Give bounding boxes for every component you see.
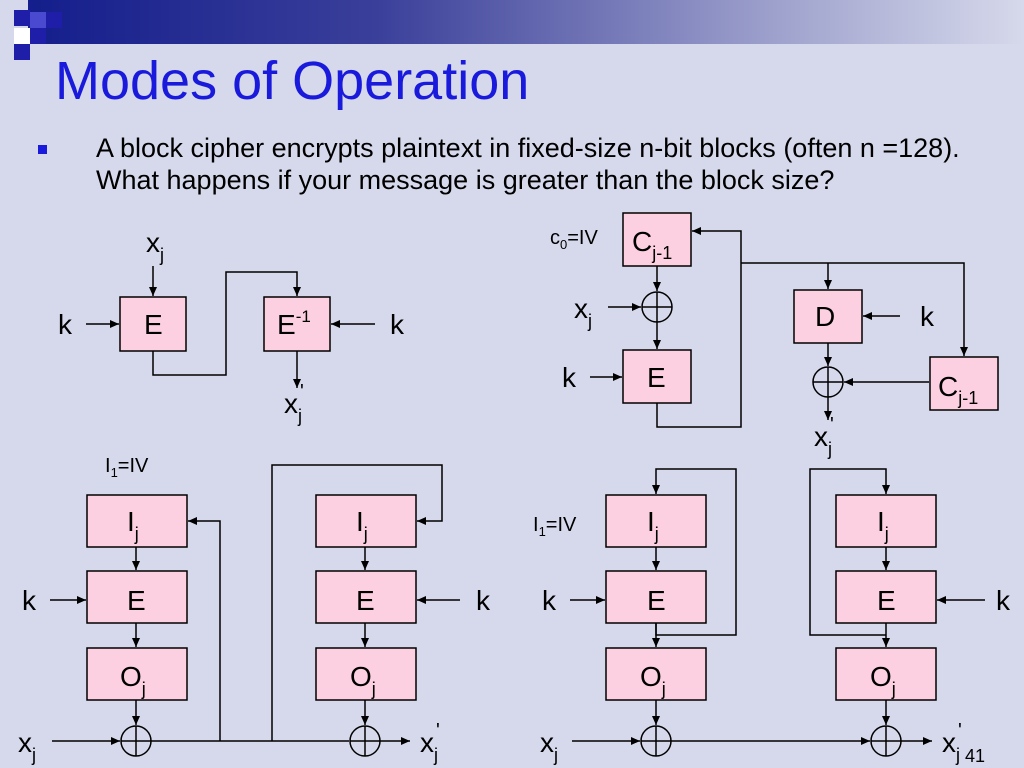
- logo-square: [14, 10, 30, 26]
- ofb-enc-right: [315, 570, 417, 624]
- cfb-reg-right-label: Ij: [877, 506, 889, 544]
- ofb-reg-right: [315, 494, 417, 548]
- cbc-prev-c-label: Cj-1: [632, 226, 672, 263]
- ecb-input-label: xj: [146, 227, 164, 265]
- cfb-enc-left-label: E: [647, 585, 666, 616]
- cfb-out-right: [835, 647, 937, 701]
- ofb-output-label: xj': [420, 720, 440, 765]
- cbc-key-label: k: [562, 362, 577, 393]
- cbc-prev-cipher-box-2: [929, 356, 999, 411]
- cfb-input-label: xj: [540, 727, 558, 765]
- cbc-decrypt-box: [793, 289, 863, 344]
- bullet-text: A block cipher encrypts plaintext in fix…: [96, 133, 960, 195]
- cfb-reg-left: [605, 494, 707, 548]
- ecb-decrypt-box: [263, 296, 331, 352]
- ofb-out-left-label: Oj: [120, 661, 146, 699]
- ecb-diagram: [86, 266, 375, 388]
- cbc-dec-label: D: [815, 301, 835, 332]
- ofb-reg-left-label: Ij: [127, 506, 139, 544]
- logo-square: [30, 12, 46, 28]
- cbc-output-label: xj': [814, 414, 834, 459]
- ofb-enc-left: [86, 570, 188, 624]
- cfb-iv-label: I1=IV: [533, 514, 577, 539]
- ecb-key-right: k: [390, 309, 405, 340]
- ofb-reg-right-label: Ij: [356, 506, 368, 544]
- ofb-enc-left-label: E: [127, 585, 146, 616]
- page-number: 41: [965, 746, 985, 766]
- cfb-key-left: k: [542, 585, 557, 616]
- cbc-iv-label: c0=IV: [550, 227, 598, 252]
- ofb-out-right-label: Oj: [350, 661, 376, 699]
- ecb-key-left: k: [58, 309, 73, 340]
- cfb-reg-left-label: Ij: [647, 506, 659, 544]
- cfb-enc-left: [605, 570, 707, 624]
- cfb-enc-right-label: E: [877, 585, 896, 616]
- ofb-reg-left: [86, 494, 188, 548]
- cfb-output-label: xj': [942, 720, 962, 765]
- ecb-encrypt-box: [119, 296, 187, 352]
- logo-square: [14, 28, 30, 44]
- cfb-key-right: k: [996, 585, 1011, 616]
- cfb-diagram: [570, 468, 985, 757]
- logo-square: [46, 12, 62, 28]
- ofb-enc-right-label: E: [356, 585, 375, 616]
- ofb-key-left: k: [22, 585, 37, 616]
- ofb-diagram: [50, 464, 460, 757]
- ofb-iv-label: I1=IV: [105, 455, 149, 480]
- title-bar-gradient: [28, 0, 1024, 44]
- cbc-encrypt-box: [622, 349, 692, 404]
- cfb-reg-right: [835, 494, 937, 548]
- logo-square: [14, 44, 30, 60]
- cfb-out-left-label: Oj: [640, 661, 666, 699]
- ofb-key-right: k: [476, 585, 491, 616]
- bullet-marker: [38, 145, 47, 154]
- ecb-dec-label: E-1: [277, 307, 311, 340]
- logo-square: [30, 28, 46, 44]
- cbc-prev-c2-label: Cj-1: [938, 371, 978, 408]
- slide-title: Modes of Operation: [55, 51, 530, 111]
- ofb-out-left: [86, 647, 188, 701]
- ecb-output-label: xj': [284, 381, 304, 426]
- cbc-key-dec-label: k: [920, 301, 935, 332]
- cbc-input-label: xj: [574, 293, 592, 331]
- cbc-enc-label: E: [647, 362, 666, 393]
- cfb-out-right-label: Oj: [870, 661, 896, 699]
- ecb-enc-label: E: [144, 309, 163, 340]
- cfb-out-left: [605, 647, 707, 701]
- ofb-out-right: [315, 647, 417, 701]
- cbc-prev-cipher-box: [622, 212, 692, 267]
- cfb-enc-right: [835, 570, 937, 624]
- cbc-diagram: [590, 212, 999, 428]
- ofb-input-label: xj: [18, 727, 36, 765]
